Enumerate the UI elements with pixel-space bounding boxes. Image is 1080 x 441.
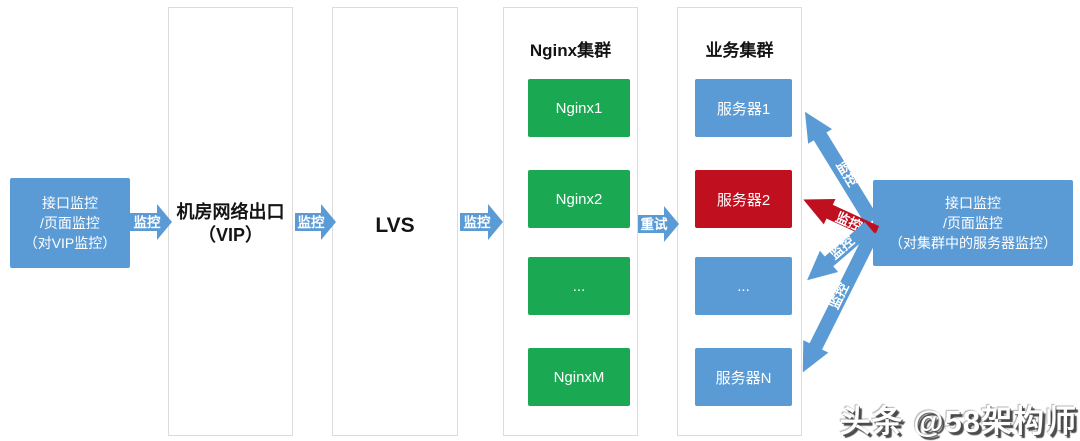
flow-arrow-3-label: 监控 bbox=[464, 214, 491, 230]
node-nginx2: Nginx2 bbox=[528, 170, 630, 228]
fan-arrow-server1-label: 监控 bbox=[833, 158, 861, 190]
watermark: 头条 @58架构师 bbox=[839, 404, 1077, 439]
datacenter-egress-title: 机房网络出口 （VIP） bbox=[169, 201, 292, 247]
fan-arrow-ellipsis: 监控 bbox=[807, 222, 874, 281]
node-nginxM: NginxM bbox=[528, 348, 630, 406]
service-cluster-header: 业务集群 bbox=[705, 41, 774, 60]
cluster-monitor-line2: /页面监控 bbox=[943, 215, 1003, 231]
node-serverN: 服务器N bbox=[695, 348, 792, 406]
vip-monitor-box: 接口监控 /页面监控 （对VIP监控） bbox=[10, 178, 130, 268]
node-server1: 服务器1 bbox=[695, 79, 792, 137]
fan-arrow-server2-label: 监控 bbox=[833, 209, 865, 235]
node-server2-alert: 服务器2 bbox=[695, 170, 792, 228]
flow-arrow-monitor-1: 监控 bbox=[130, 204, 172, 240]
flow-arrow-1-label: 监控 bbox=[134, 214, 161, 230]
nginx-cluster-header: Nginx集群 bbox=[529, 41, 612, 60]
node-server-ellipsis: ... bbox=[695, 257, 792, 315]
cluster-monitor-line1: 接口监控 bbox=[945, 195, 1001, 211]
node-nginx-ellipsis: ... bbox=[528, 257, 630, 315]
flow-arrow-monitor-2: 监控 bbox=[295, 204, 336, 240]
flow-arrow-retry: 重试 bbox=[638, 206, 679, 242]
cluster-monitor-line3: （对集群中的服务器监控） bbox=[889, 235, 1057, 251]
fan-arrow-ellipsis-label: 监控 bbox=[826, 232, 857, 262]
vip-monitor-line2: /页面监控 bbox=[40, 215, 100, 231]
lvs-title: LVS bbox=[375, 214, 415, 237]
fan-arrow-server2-alert: 监控 bbox=[803, 198, 880, 240]
node-nginx1: Nginx1 bbox=[528, 79, 630, 137]
datacenter-egress-title-line2: （VIP） bbox=[197, 225, 263, 245]
vip-monitor-line3: （对VIP监控） bbox=[23, 235, 117, 251]
datacenter-egress-title-line1: 机房网络出口 bbox=[176, 202, 285, 222]
vip-monitor-line1: 接口监控 bbox=[42, 195, 98, 211]
flow-arrow-monitor-3: 监控 bbox=[460, 204, 503, 240]
fan-arrow-serverN: 监控 bbox=[802, 228, 880, 373]
lane-lvs: LVS bbox=[332, 7, 458, 436]
flow-arrow-retry-label: 重试 bbox=[641, 216, 669, 232]
flow-arrow-2-label: 监控 bbox=[298, 214, 325, 230]
lane-datacenter-egress: 机房网络出口 （VIP） bbox=[168, 7, 293, 436]
fan-arrow-serverN-label: 监控 bbox=[825, 280, 851, 312]
fan-arrow-server1: 监控 bbox=[804, 111, 879, 225]
cluster-monitor-box: 接口监控 /页面监控 （对集群中的服务器监控） bbox=[873, 180, 1073, 266]
